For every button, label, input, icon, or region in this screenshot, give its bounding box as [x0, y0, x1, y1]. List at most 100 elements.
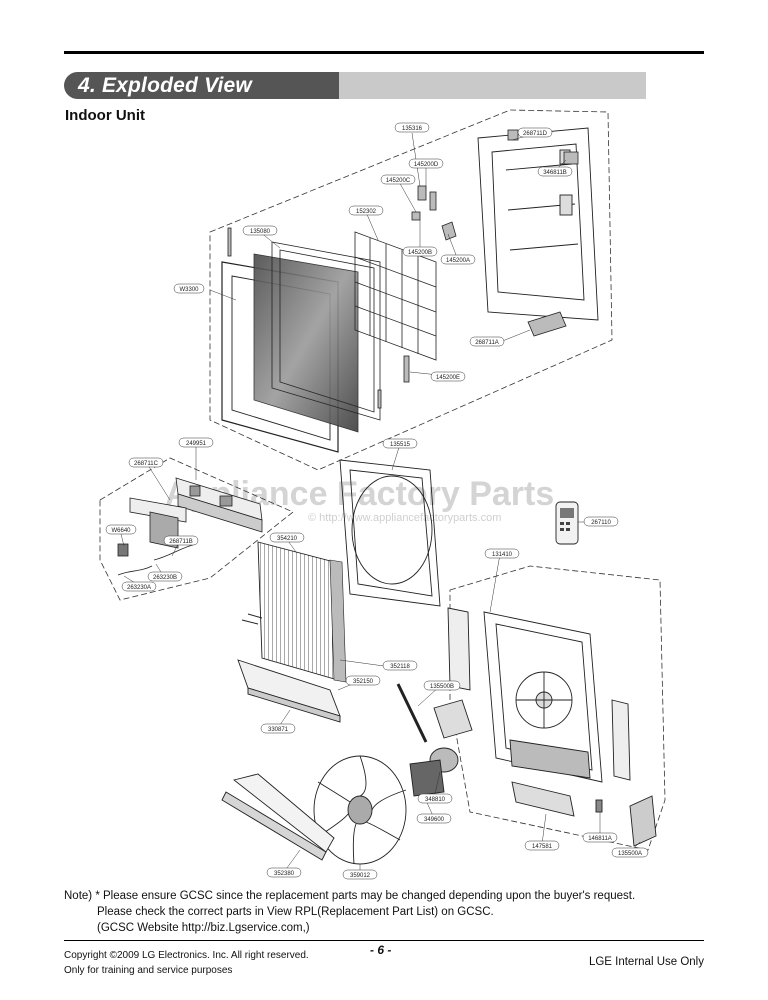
- callout-349600: 349600: [416, 813, 452, 824]
- svg-text:352380: 352380: [274, 871, 295, 877]
- callout-146811A: 146811A: [582, 832, 618, 843]
- fan-shroud: [339, 459, 441, 607]
- callout-135500B: 135500B: [423, 680, 461, 691]
- callout-268711C: 268711C: [128, 457, 164, 468]
- callout-263230A: 263230A: [121, 581, 157, 592]
- callout-145200A: 145200A: [440, 254, 476, 265]
- callout-135500A: 135500A: [611, 847, 649, 858]
- callout-268711B: 268711B: [163, 535, 199, 546]
- svg-text:135515: 135515: [390, 442, 411, 448]
- section-header-bar: 4. Exploded View: [64, 72, 646, 99]
- front-frame: [271, 241, 381, 421]
- callout-354210: 354210: [269, 532, 305, 543]
- svg-text:135080: 135080: [250, 229, 271, 235]
- svg-text:249951: 249951: [186, 441, 207, 447]
- svg-text:152302: 152302: [356, 209, 377, 215]
- svg-text:268711C: 268711C: [134, 461, 159, 467]
- svg-text:135500A: 135500A: [618, 851, 642, 857]
- callout-labels: 135316 268711D 346811B 145200D 145200C 1…: [105, 122, 649, 880]
- control-box: [117, 477, 263, 576]
- callout-W3300: W3300: [173, 283, 205, 294]
- callout-135316: 135316: [394, 122, 430, 133]
- svg-text:348810: 348810: [425, 797, 446, 803]
- callout-145200B: 145200B: [402, 246, 438, 257]
- svg-text:346811B: 346811B: [543, 170, 567, 176]
- svg-text:135500B: 135500B: [430, 684, 454, 690]
- callout-352118: 352118: [382, 660, 418, 671]
- callout-352380: 352380: [266, 867, 302, 878]
- cabinet-frame: [477, 127, 599, 321]
- callout-352150: 352150: [345, 675, 381, 686]
- callout-348810: 348810: [417, 793, 453, 804]
- svg-text:352118: 352118: [390, 664, 410, 670]
- svg-text:354210: 354210: [277, 536, 298, 542]
- note-line-2: Please check the correct parts in View R…: [97, 906, 494, 918]
- svg-text:352150: 352150: [353, 679, 374, 685]
- svg-text:145200E: 145200E: [436, 375, 460, 381]
- callout-346811B: 346811B: [537, 166, 573, 177]
- upper-group-outline: [209, 109, 613, 471]
- callout-263230B: 263230B: [147, 571, 183, 582]
- svg-text:131410: 131410: [492, 552, 513, 558]
- base-drain: [237, 659, 428, 743]
- copyright: Copyright ©2009 LG Electronics. Inc. All…: [64, 948, 309, 978]
- left-group-outline: [99, 457, 294, 601]
- internal-use-label: LGE Internal Use Only: [588, 956, 704, 968]
- svg-text:W6640: W6640: [111, 528, 131, 534]
- svg-text:359012: 359012: [350, 873, 371, 879]
- callout-131410: 131410: [484, 548, 520, 559]
- svg-text:349600: 349600: [424, 817, 445, 823]
- callout-147581: 147581: [524, 840, 560, 851]
- svg-text:145200D: 145200D: [414, 162, 439, 168]
- callout-135080: 135080: [242, 225, 278, 236]
- svg-text:330871: 330871: [268, 727, 289, 733]
- watermark-url: © http://www.appliancefactoryparts.com: [308, 512, 501, 524]
- top-rule: [64, 51, 704, 54]
- svg-text:267110: 267110: [591, 520, 611, 526]
- svg-text:263230B: 263230B: [153, 575, 177, 581]
- section-header-dark: 4. Exploded View: [64, 72, 339, 99]
- callout-145200D: 145200D: [408, 158, 444, 169]
- svg-text:W3300: W3300: [179, 287, 199, 293]
- evaporator-coil: [241, 541, 347, 683]
- svg-text:145200C: 145200C: [386, 178, 411, 184]
- svg-text:263230A: 263230A: [127, 585, 151, 591]
- callout-268711D: 268711D: [517, 127, 553, 138]
- callout-135515: 135515: [382, 438, 418, 449]
- svg-text:268711D: 268711D: [523, 131, 548, 137]
- callout-267110: 267110: [583, 516, 619, 527]
- copyright-line-2: Only for training and service purposes: [64, 965, 233, 976]
- fan-motor: [409, 699, 473, 797]
- callout-249951: 249951: [178, 437, 214, 448]
- callout-145200C: 145200C: [380, 174, 416, 185]
- svg-text:147581: 147581: [532, 844, 553, 850]
- svg-text:145200A: 145200A: [446, 258, 470, 264]
- front-panel: [221, 253, 359, 453]
- group-outlines: [99, 109, 666, 851]
- svg-text:145200B: 145200B: [408, 250, 432, 256]
- callout-152302: 152302: [348, 205, 384, 216]
- casing: [447, 607, 657, 847]
- subheading: Indoor Unit: [65, 107, 145, 124]
- callout-330871: 330871: [260, 723, 296, 734]
- callout-W6640: W6640: [105, 524, 137, 535]
- section-header-light: [339, 72, 646, 99]
- svg-text:268711A: 268711A: [475, 340, 499, 346]
- page-number: - 6 -: [370, 943, 392, 957]
- note-line-3: (GCSC Website http://biz.Lgservice.com,): [97, 922, 310, 934]
- callout-268711A: 268711A: [469, 336, 505, 347]
- base-frame: [221, 773, 335, 861]
- remote-control: [555, 501, 579, 545]
- note-line-1: Note) * Please ensure GCSC since the rep…: [64, 890, 636, 902]
- svg-text:135316: 135316: [402, 126, 423, 132]
- svg-text:146811A: 146811A: [588, 836, 612, 842]
- upper-small-parts: [227, 129, 579, 409]
- copyright-line-1: Copyright ©2009 LG Electronics. Inc. All…: [64, 950, 309, 961]
- svg-text:268711B: 268711B: [169, 539, 193, 545]
- callout-359012: 359012: [342, 869, 378, 880]
- callout-145200E: 145200E: [430, 371, 466, 382]
- replacement-note: Note) * Please ensure GCSC since the rep…: [64, 888, 724, 936]
- lower-group-outline: [449, 565, 666, 851]
- bottom-rule: [64, 940, 704, 941]
